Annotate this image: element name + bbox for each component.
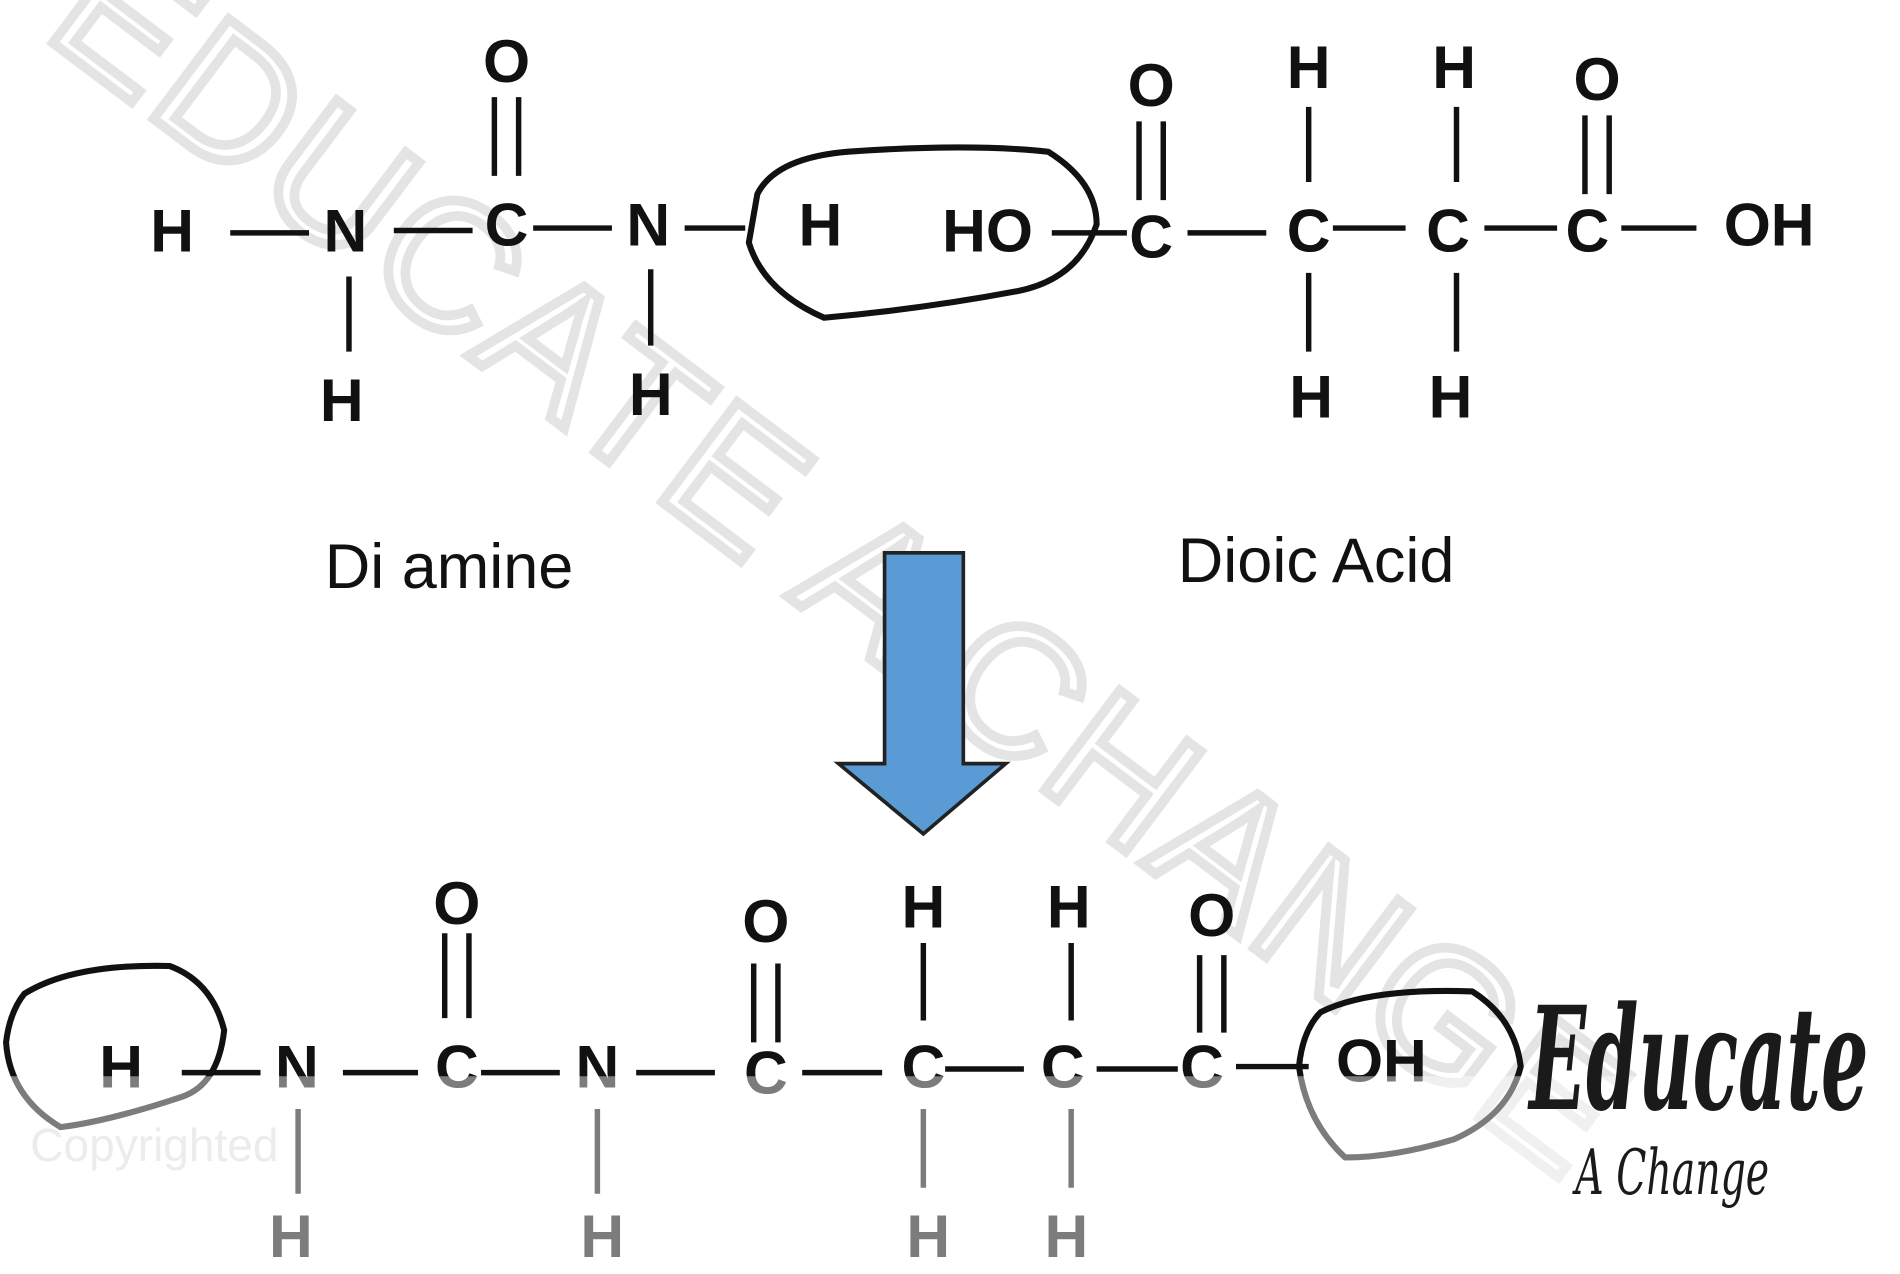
logo-change: A Change	[1572, 1136, 1769, 1209]
atom-label: H	[1047, 873, 1091, 941]
atom-label: H	[150, 196, 194, 264]
atom-label: H	[1429, 362, 1473, 430]
atom-label: O	[1188, 881, 1235, 949]
atom-label: O	[483, 27, 530, 95]
atom-label: N	[626, 190, 670, 258]
atom-label: C	[1180, 1033, 1224, 1101]
dioic-acid-label: Dioic Acid	[1178, 526, 1455, 596]
atom-label: OH	[1336, 1027, 1427, 1095]
top-h-circle	[745, 144, 1100, 321]
atom-label: O	[433, 869, 480, 937]
atom-label: C	[901, 1033, 945, 1101]
atom-label: O	[1574, 45, 1621, 113]
atom-label: C	[435, 1033, 479, 1101]
atom-label: H	[320, 366, 364, 434]
atom-label: C	[1041, 1033, 1085, 1101]
bottom-oh-circle	[1295, 987, 1524, 1161]
atom-label: C	[1565, 196, 1609, 264]
copyright-watermark: Copyrighted	[30, 1119, 278, 1171]
atom-label: N	[323, 196, 367, 264]
top-molecule-atoms: H N C O N H HO C O C H H C H H C O OH H H	[150, 27, 1814, 434]
logo-educate: Educate	[1527, 975, 1868, 1143]
bottom-molecule-bonds	[181, 933, 1309, 1194]
faded-bottom-overlay	[0, 1076, 1900, 1274]
atom-label: H	[1432, 33, 1476, 101]
reaction-arrow	[833, 550, 1011, 837]
bottom-molecule-atoms: H N H C O N H C O C H H C H H C O OH	[99, 869, 1427, 1270]
atom-label: C	[485, 190, 529, 258]
atom-label: C	[1129, 203, 1173, 271]
atom-label: H	[629, 360, 673, 428]
atom-label: H	[580, 1202, 624, 1270]
atom-label: H	[1287, 33, 1331, 101]
atom-label: H	[906, 1202, 950, 1270]
top-molecule-bonds	[230, 97, 1697, 352]
atom-label: O	[1128, 51, 1175, 119]
atom-label: C	[1426, 196, 1470, 264]
atom-label: H	[798, 190, 842, 258]
educate-a-change-logo: Educate A Change	[1527, 975, 1868, 1209]
atom-label: C	[744, 1039, 788, 1107]
atom-label: C	[1287, 196, 1331, 264]
diamine-label: Di amine	[325, 532, 574, 602]
atom-label: N	[576, 1033, 620, 1101]
atom-label: H	[269, 1202, 313, 1270]
atom-label: N	[275, 1033, 319, 1101]
atom-label: OH	[1724, 190, 1815, 258]
atom-label: O	[742, 887, 789, 955]
atom-label: H	[99, 1033, 143, 1101]
atom-label: H	[1289, 362, 1333, 430]
atom-label: H	[901, 873, 945, 941]
atom-label: HO	[942, 196, 1033, 264]
atom-label: H	[1044, 1202, 1088, 1270]
bottom-h-circle	[3, 962, 228, 1131]
